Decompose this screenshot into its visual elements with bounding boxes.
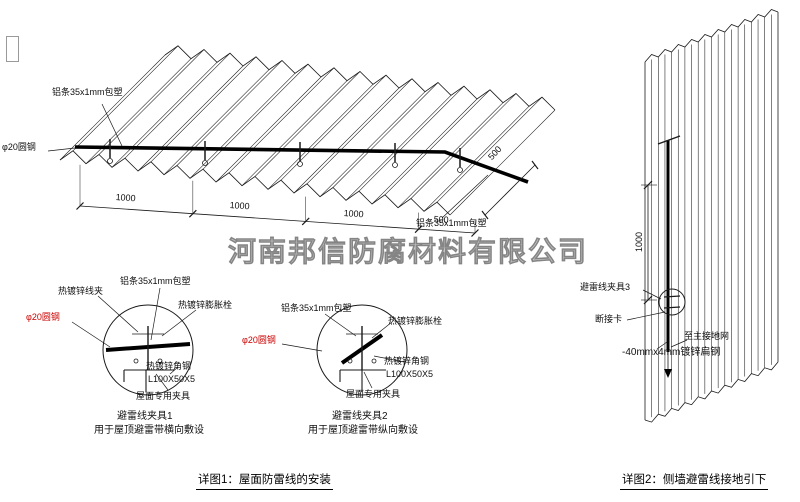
detail2-angle-spec-label: L100X50X5 bbox=[386, 369, 434, 379]
detail1-subtitle: 用于屋顶避雷带横向敷设 bbox=[94, 425, 204, 436]
detail2-roof-clamp-label: 屋面专用夹具 bbox=[346, 389, 401, 399]
roof-strip-label-bottom: 铝条35x1mm包塑 bbox=[416, 218, 487, 228]
side-wall-drawing bbox=[626, 9, 779, 423]
wall-flat-steel-label: -40mmx4mm镀锌扁钢 bbox=[622, 347, 721, 358]
wall-disconnect-label: 断接卡 bbox=[595, 314, 623, 324]
roof-strip-label-top: 铝条35x1mm包塑 bbox=[52, 87, 123, 97]
detail1-expansion-bolt-label: 热镀锌膨胀栓 bbox=[178, 300, 233, 310]
detail2-title: 避雷线夹具2 bbox=[332, 411, 388, 422]
detail2-angle-steel-label: 热镀锌角钢 bbox=[384, 356, 430, 366]
detail1-strip-label: 铝条35x1mm包塑 bbox=[120, 276, 191, 286]
wall-dim-height: 1000 bbox=[634, 231, 644, 252]
caption-detail1: 详图1：屋面防雷线的安装 bbox=[196, 471, 333, 490]
detail2-expansion-bolt-label: 热镀锌膨胀栓 bbox=[388, 316, 443, 326]
detail1-angle-spec-label: L100X50X5 bbox=[148, 374, 196, 384]
roof-isometric-drawing bbox=[47, 45, 556, 237]
wall-to-ground-label: 至主接地网 bbox=[684, 331, 730, 341]
detail1-roof-clamp-label: 屋面专用夹具 bbox=[136, 391, 191, 401]
detail1-angle-steel-label: 热镀锌角钢 bbox=[146, 361, 192, 371]
wall-clamp3-label: 避雷线夹具3 bbox=[580, 282, 631, 292]
roof-dim-3: 1000 bbox=[343, 208, 364, 220]
roof-dim-4: 500 bbox=[433, 214, 449, 226]
corner-mark bbox=[6, 36, 19, 62]
detail1-round-steel-label: φ20圆钢 bbox=[26, 312, 60, 322]
roof-dim-2: 1000 bbox=[229, 200, 250, 212]
detail1-wire-clamp-label: 热镀锌线夹 bbox=[58, 286, 104, 296]
detail1-title: 避雷线夹具1 bbox=[117, 411, 173, 422]
detail2-round-steel-label: φ20圆钢 bbox=[242, 335, 276, 345]
roof-dim-1: 1000 bbox=[115, 192, 136, 204]
roof-round-steel-label: φ20圆钢 bbox=[2, 142, 36, 152]
clamp-detail-drawings bbox=[71, 287, 408, 396]
detail2-subtitle: 用于屋顶避雷带纵向敷设 bbox=[308, 425, 418, 436]
caption-detail2: 详图2：侧墙避雷线接地引下 bbox=[620, 471, 769, 490]
company-watermark: 河南邦信防腐材料有限公司 bbox=[228, 236, 589, 268]
detail2-strip-label: 铝条35x1mm包塑 bbox=[281, 303, 352, 313]
